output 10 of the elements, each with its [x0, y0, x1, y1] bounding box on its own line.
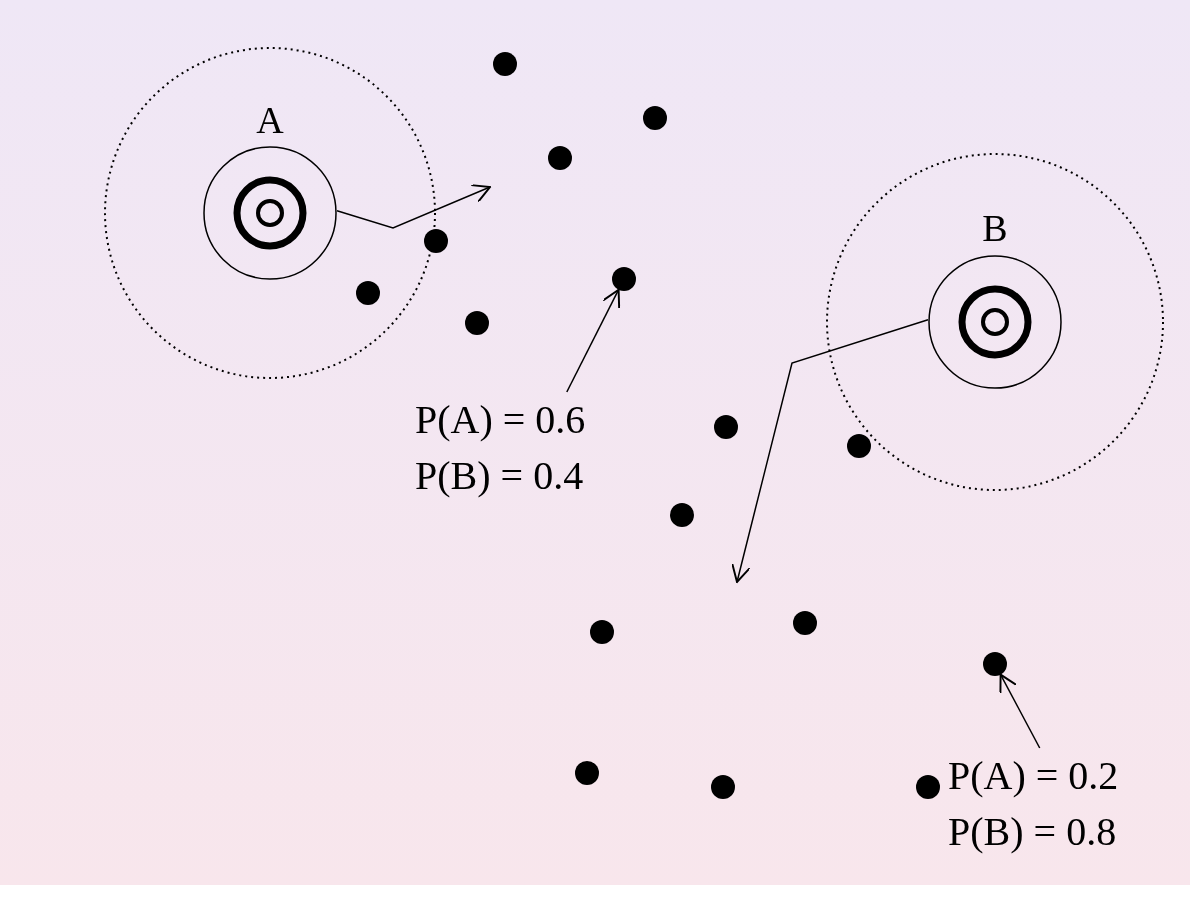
probability-label: P(A) = 0.6 — [415, 396, 586, 444]
cluster-label: A — [255, 100, 285, 140]
arrow — [336, 184, 491, 229]
cluster-label: B — [981, 208, 1009, 248]
probability-label: P(B) = 0.4 — [415, 452, 584, 500]
probability-label: P(B) = 0.8 — [948, 808, 1117, 856]
leader-line — [999, 673, 1041, 749]
arrow — [731, 319, 929, 583]
probability-label: P(A) = 0.2 — [948, 752, 1119, 800]
leader-line — [566, 288, 621, 393]
